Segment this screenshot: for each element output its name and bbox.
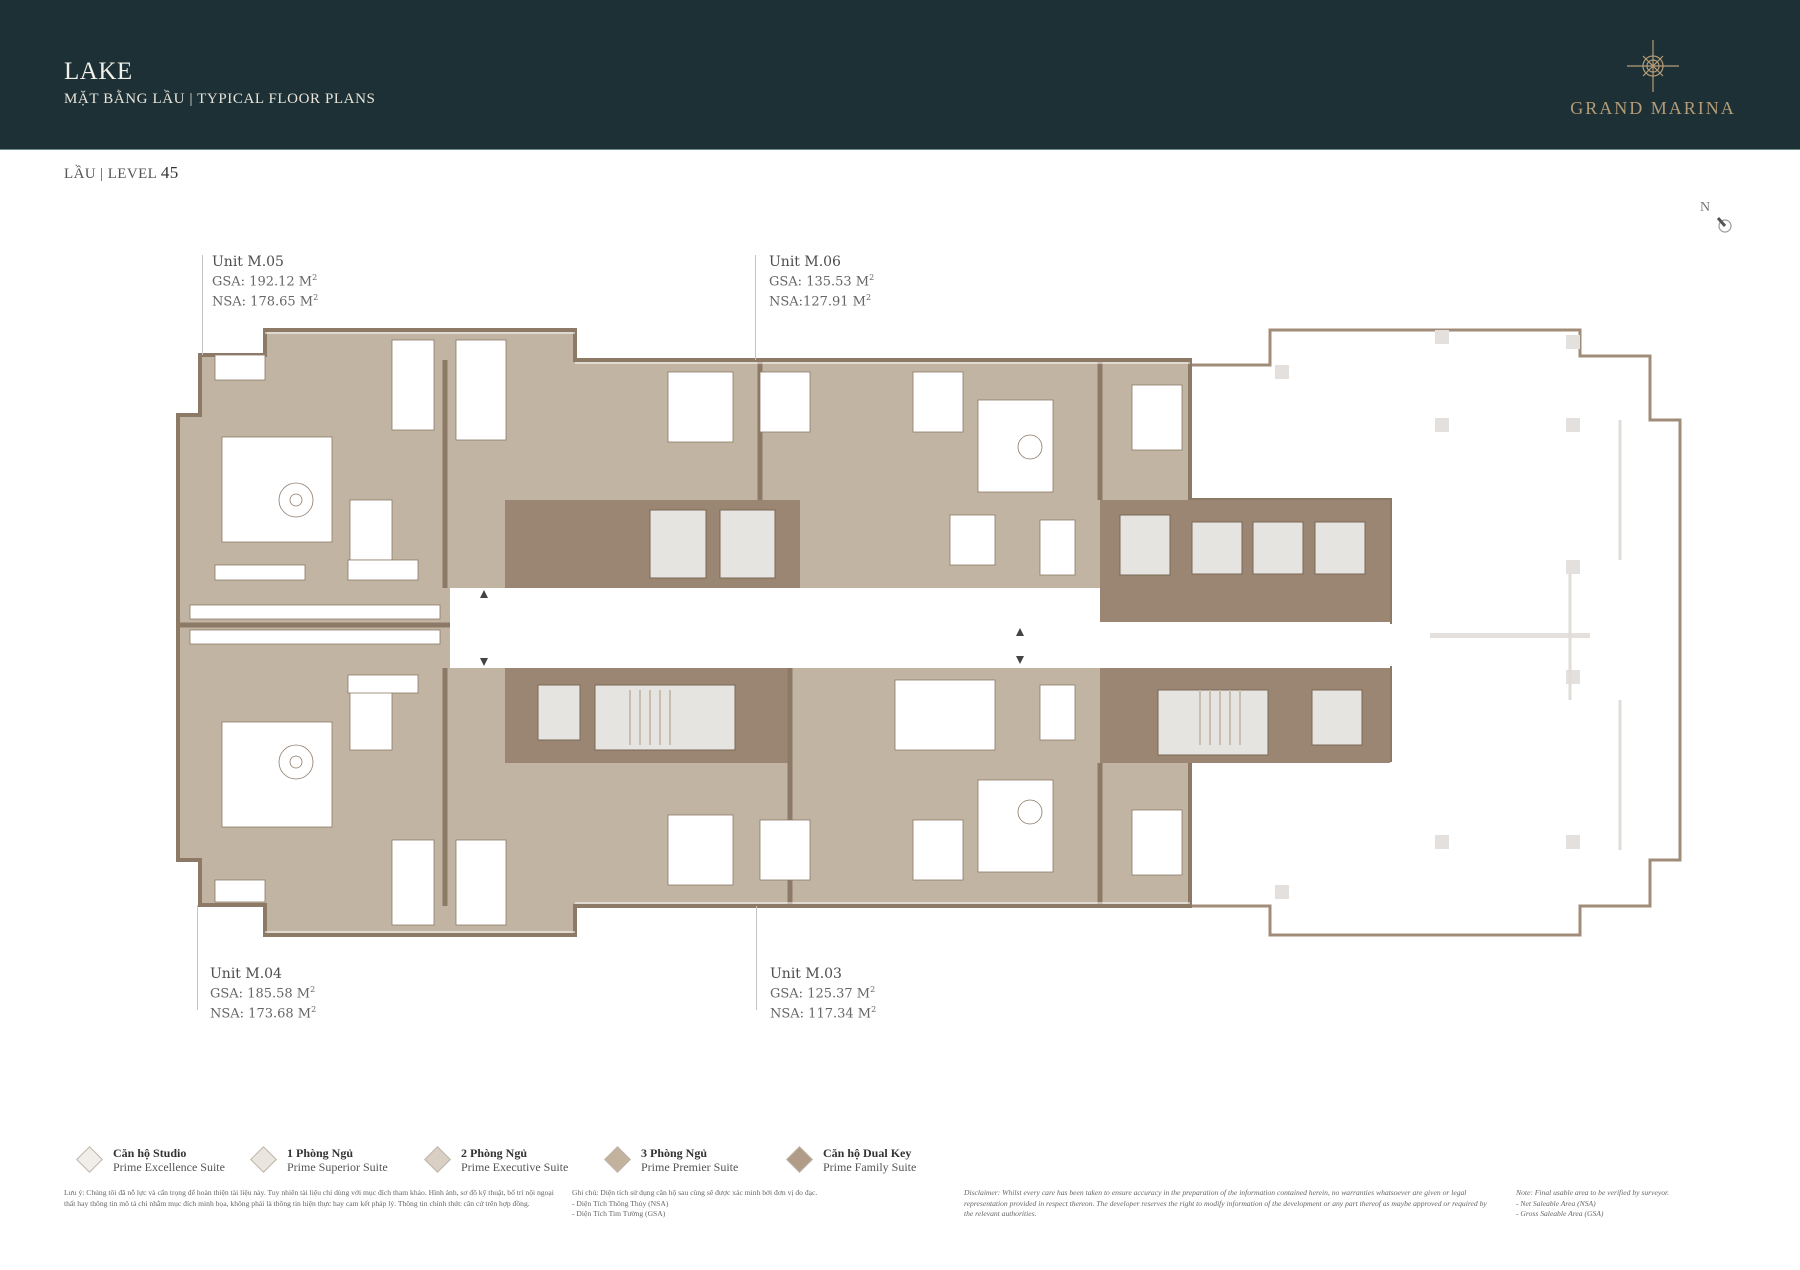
- legend-swatch-icon: [250, 1146, 277, 1173]
- header-banner: LAKE MẶT BẰNG LẦU | TYPICAL FLOOR PLANS …: [0, 0, 1800, 150]
- unit-nsa: NSA: 117.34 M: [770, 1006, 872, 1022]
- unit-nsa: NSA: 178.65 M: [212, 294, 314, 310]
- area-note-en: Note: Final usable area to be verified b…: [1516, 1188, 1670, 1218]
- north-compass: N: [1700, 200, 1740, 240]
- legend-swatch-icon: [786, 1146, 813, 1173]
- brand-logo: GRAND MARINA: [1558, 40, 1748, 130]
- unit-gsa: GSA: 125.37 M: [770, 986, 871, 1002]
- facade-mullions: [265, 332, 1190, 933]
- level-indicator: LẦU | LEVEL 45: [64, 163, 179, 183]
- leader-line-m06: [755, 255, 756, 360]
- page-subtitle: MẶT BẰNG LẦU | TYPICAL FLOOR PLANS: [64, 91, 376, 107]
- compass-rose-icon: [1627, 40, 1679, 92]
- disclaimer-en: Disclaimer: Whilst every care has been t…: [964, 1188, 1487, 1218]
- unit-name: Unit M.05: [212, 254, 284, 270]
- unit-gsa: GSA: 192.12 M: [212, 274, 313, 290]
- exit-arrow-icons: [480, 590, 1024, 666]
- legend-swatch-icon: [604, 1146, 631, 1173]
- unit-label-m06: Unit M.06 GSA: 135.53 M2 NSA:127.91 M2: [769, 254, 875, 310]
- brand-name: GRAND MARINA: [1570, 98, 1736, 118]
- coffee-table-icons: [278, 434, 1043, 825]
- level-number: 45: [160, 163, 179, 182]
- leader-line-m05: [202, 255, 203, 355]
- unit-name: Unit M.03: [770, 966, 842, 982]
- unit-name: Unit M.06: [769, 254, 841, 270]
- level-label: LẦU | LEVEL: [64, 166, 157, 182]
- unit-label-m05: Unit M.05 GSA: 192.12 M2 NSA: 178.65 M2: [212, 254, 319, 310]
- leader-line-m03: [756, 906, 757, 1010]
- north-arrow-icon: [1716, 217, 1732, 233]
- unit-name: Unit M.04: [210, 966, 282, 982]
- corridor-west-stub: [450, 588, 715, 668]
- stair-treads: [629, 690, 1241, 745]
- unit-gsa: GSA: 185.58 M: [210, 986, 311, 1002]
- east-wing-columns: [1275, 330, 1590, 899]
- east-wing-partitions: [1568, 420, 1622, 850]
- core-shafts: [537, 509, 1366, 756]
- north-label: N: [1700, 200, 1711, 215]
- disclaimer-vi: Lưu ý: Chúng tôi đã nỗ lực và cẩn trọng …: [64, 1188, 554, 1208]
- unit-label-m04: Unit M.04 GSA: 185.58 M2 NSA: 173.68 M2: [210, 966, 317, 1022]
- unit-nsa: NSA:127.91 M: [769, 294, 866, 310]
- furniture-blocks: [189, 339, 1183, 926]
- leader-line-m04: [197, 905, 198, 1010]
- unit-nsa: NSA: 173.68 M: [210, 1006, 312, 1022]
- legend-swatch-icon: [424, 1146, 451, 1173]
- page-title: LAKE: [64, 58, 133, 85]
- legend-swatch-icon: [76, 1146, 103, 1173]
- unit-gsa: GSA: 135.53 M: [769, 274, 870, 290]
- unit-label-m03: Unit M.03 GSA: 125.37 M2 NSA: 117.34 M2: [770, 966, 877, 1022]
- area-note-vi: Ghi chú: Diện tích sử dụng căn hộ sau cù…: [572, 1188, 818, 1218]
